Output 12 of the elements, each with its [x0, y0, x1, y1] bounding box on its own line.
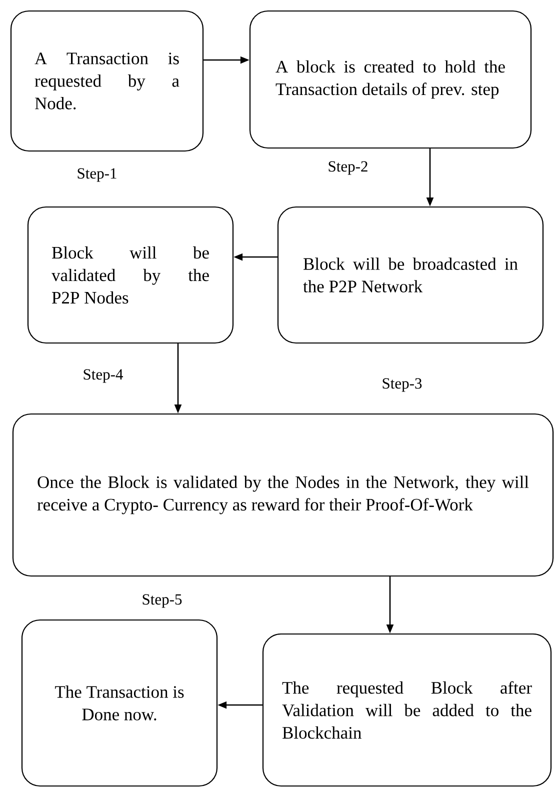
step-label: Step-1 — [78, 168, 116, 182]
process-box: The requested Block after Validation will be added to the Blockchain — [262, 633, 552, 787]
process-box: Block will be validated by the P2P Nodes — [27, 206, 234, 344]
process-box: A block is created to hold the Transaction details of prev. step — [249, 10, 532, 149]
process-box: Once the Block is validated by the Nodes in the Network, they will receive a Crypto- Currency as reward for their Proof-Of-Work — [12, 413, 554, 577]
step-label: Step-5 — [142, 594, 182, 608]
process-box: The Transaction is Done now. — [21, 619, 218, 787]
process-box: A Transaction is requested by a Node. — [10, 10, 204, 152]
step-label: Step-3 — [382, 378, 422, 392]
step-label: Step-2 — [328, 161, 368, 175]
step-label: Step-4 — [84, 369, 123, 383]
process-box: Block will be broadcasted in the P2P Network — [277, 206, 544, 344]
